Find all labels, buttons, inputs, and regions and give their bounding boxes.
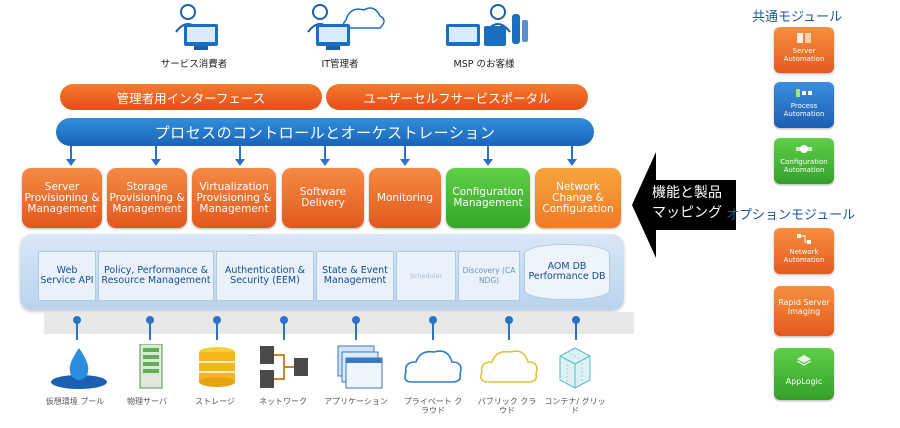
arrow-down-icon [483,146,493,166]
persona-it-admin: IT管理者 [280,2,400,72]
connector-icon [213,316,221,340]
persona-msp-customer: MSP のお客様 [424,2,544,72]
resource-label-public-cloud: パブリック クラウド [477,397,537,415]
aom-db-label: AOM DB Performance DB [528,260,606,282]
msp-customer-icon [446,4,528,46]
configuration-automation-icon [796,145,812,153]
connector-icon [572,316,580,340]
network-automation-tile: Network Automation [774,228,834,274]
connector-icon [73,316,81,340]
arrow-down-icon [320,146,330,166]
resource-label-private-cloud: プライベート クラウド [403,397,463,415]
server-automation-tile: Server Automation [774,27,834,73]
persona-label: サービス消費者 [160,59,228,70]
connector-icon [352,316,360,340]
service-consumer-icon [175,4,218,50]
public-cloud-icon [480,350,538,383]
connector-icon [280,316,288,340]
arrow-down-icon [151,146,161,166]
resource-rail [44,312,634,334]
resource-label-network: ネットワーク [259,397,307,406]
platform-policy-performance: Policy, Performance & Resource Managemen… [98,251,214,301]
resource-label-container-grid: コンテナ/ グリッド [544,397,606,415]
arrow-down-icon [567,146,577,166]
virtual-pool-icon [51,348,107,389]
container-grid-icon [559,347,591,389]
platform-scheduler: Scheduler [396,251,456,301]
persona-label: IT管理者 [321,59,359,70]
resource-label-storage: ストレージ [195,397,235,406]
module-configuration-management: Configuration Management [446,168,530,228]
module-network-change: Network Change & Configuration [535,168,621,228]
tile-label: Rapid Server Imaging [778,298,830,316]
orchestration-bar: プロセスのコントロールとオーケストレーション [56,118,594,146]
module-server-provisioning: Server Provisioning & Management [22,168,102,228]
tile-label: Network Automation [783,248,825,264]
common-modules-title: 共通モジュール [752,10,843,25]
private-cloud-icon [404,350,462,383]
configuration-automation-tile: Configuration Automation [774,138,834,184]
arrow-down-icon [66,146,76,166]
rapid-server-imaging-tile: Rapid Server Imaging [774,286,834,336]
self-service-portal-bar: ユーザーセルフサービスポータル [326,84,588,110]
connector-icon [146,316,154,340]
module-monitoring: Monitoring [369,168,441,228]
it-admin-icon [307,4,385,50]
tile-label: Configuration Automation [780,158,828,174]
process-automation-tile: Process Automation [774,82,834,128]
server-automation-icon [797,33,811,43]
optional-modules-title: オプションモジュール [726,208,856,223]
applogic-tile: AppLogic [774,348,834,400]
persona-label: MSP のお客様 [453,59,515,70]
connector-icon [505,316,513,340]
platform-aom-db: AOM DB Performance DB [524,244,610,300]
module-software-delivery: Software Delivery [282,168,364,228]
mapping-arrow-label: 機能と製品 マッピング [652,185,722,221]
resource-label-application: アプリケーション [324,397,388,406]
applogic-icon [796,355,812,366]
arrow-down-icon [235,146,245,166]
admin-interface-bar: 管理者用インターフェース [60,84,322,110]
network-automation-icon [797,234,811,244]
physical-server-icon [139,344,163,389]
mapping-arrow-icon [632,152,736,258]
application-icon [337,345,383,389]
persona-service-consumer: サービス消費者 [134,2,254,72]
tile-label: Process Automation [783,102,825,118]
connector-icon [429,316,437,340]
tile-label: AppLogic [785,377,823,386]
platform-web-service-api: Web Service API [38,251,96,301]
network-icon [260,346,308,388]
storage-icon [199,347,235,387]
resource-label-virtual-pool: 仮想環境 プール [45,397,105,406]
module-storage-provisioning: Storage Provisioning & Management [107,168,187,228]
arrow-down-icon [400,146,410,166]
platform-authentication-security: Authentication & Security (EEM) [216,251,314,301]
module-virtualization-provisioning: Virtualization Provisioning & Management [192,168,276,228]
tile-label: Server Automation [783,47,825,63]
platform-discovery: Discovery (CA NDG) [458,251,520,301]
resource-label-physical-server: 物理サーバ [127,397,167,406]
platform-state-event: State & Event Management [316,251,394,301]
process-automation-icon [796,89,812,97]
